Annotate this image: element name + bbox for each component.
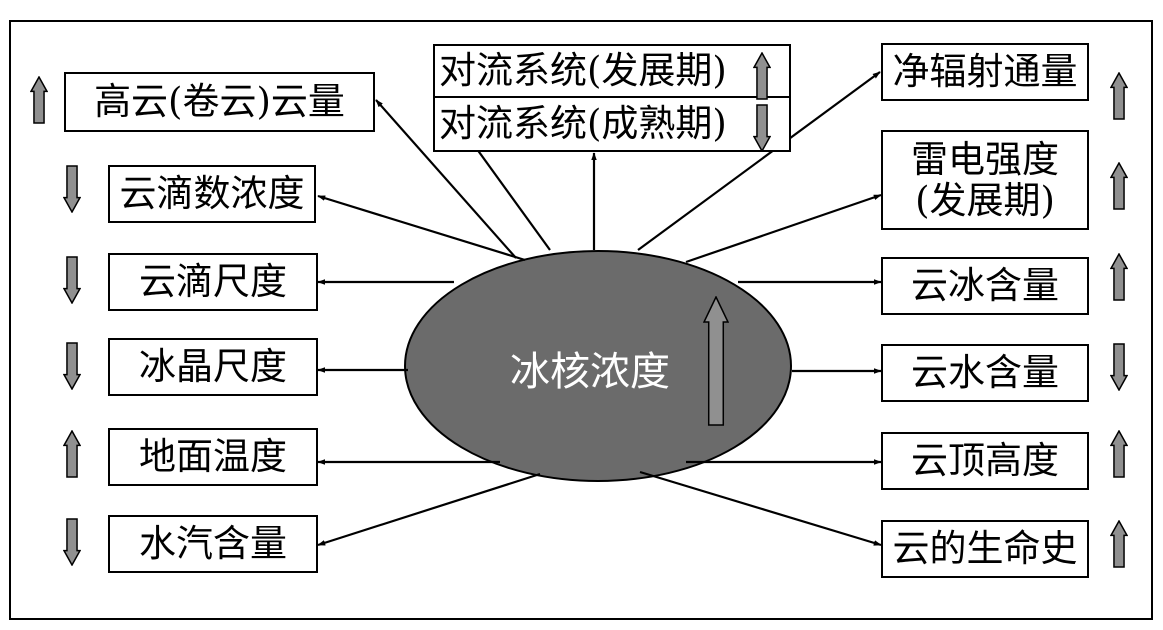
node-high-cloud-amount: 高云(卷云)云量 xyxy=(64,72,375,132)
connector-arrow xyxy=(317,472,541,547)
node-convection-mature: 对流系统(成熟期) xyxy=(433,96,791,152)
node-label: 净辐射通量 xyxy=(892,50,1078,94)
node-surface-temperature: 地面温度 xyxy=(108,428,318,486)
trend-icon xyxy=(30,76,48,124)
trend-icon xyxy=(1110,162,1128,210)
node-droplet-number: 云滴数浓度 xyxy=(108,165,316,223)
node-cloud-top-height: 云顶高度 xyxy=(881,432,1089,490)
node-label-line1: 雷电强度 xyxy=(911,137,1059,181)
connector-arrow xyxy=(639,470,882,547)
node-label: 云顶高度 xyxy=(911,439,1059,483)
center-label: 冰核浓度 xyxy=(510,349,670,395)
trend-icon xyxy=(63,518,81,566)
trend-icon xyxy=(753,52,771,100)
connector-arrow xyxy=(375,99,517,259)
node-label: 云的生命史 xyxy=(892,527,1078,571)
trend-icon xyxy=(63,256,81,304)
node-label: 高云(卷云)云量 xyxy=(94,80,345,124)
connector-arrow xyxy=(317,194,526,262)
node-label: 云冰含量 xyxy=(911,264,1059,308)
trend-icon xyxy=(63,165,81,213)
center-ellipse xyxy=(404,250,792,482)
node-cloud-lifetime: 云的生命史 xyxy=(881,520,1089,578)
node-label: 水汽含量 xyxy=(139,522,287,566)
node-label: 云滴数浓度 xyxy=(119,172,305,216)
trend-icon xyxy=(63,430,81,478)
trend-icon xyxy=(1110,72,1128,120)
node-convection-developing: 对流系统(发展期) xyxy=(433,44,791,98)
node-droplet-size: 云滴尺度 xyxy=(108,253,318,311)
trend-icon xyxy=(1110,253,1128,301)
connector-arrow xyxy=(685,193,882,264)
node-cloud-ice-content: 云冰含量 xyxy=(881,257,1089,315)
trend-icon xyxy=(1110,343,1128,391)
node-label: 对流系统(发展期) xyxy=(439,49,727,93)
connector-arrow xyxy=(637,71,881,251)
node-label-line2: (发展期) xyxy=(915,179,1055,222)
node-label: 云水含量 xyxy=(911,351,1059,395)
trend-icon xyxy=(1110,430,1128,478)
node-label: 云滴尺度 xyxy=(139,260,287,304)
node-cloud-water-content: 云水含量 xyxy=(881,344,1089,402)
diagram-frame xyxy=(9,20,1153,620)
center-direction-icon xyxy=(703,296,729,426)
trend-icon xyxy=(1110,520,1128,568)
node-label: 地面温度 xyxy=(139,435,287,479)
node-ice-crystal-size: 冰晶尺度 xyxy=(108,338,318,396)
node-label: 冰晶尺度 xyxy=(139,345,287,389)
node-label: 对流系统(成熟期) xyxy=(439,102,727,146)
trend-icon xyxy=(753,104,771,152)
node-water-vapor: 水汽含量 xyxy=(108,515,318,573)
node-lightning-intensity: 雷电强度(发展期) xyxy=(881,130,1089,230)
trend-icon xyxy=(63,342,81,390)
node-net-radiation-flux: 净辐射通量 xyxy=(881,43,1089,101)
